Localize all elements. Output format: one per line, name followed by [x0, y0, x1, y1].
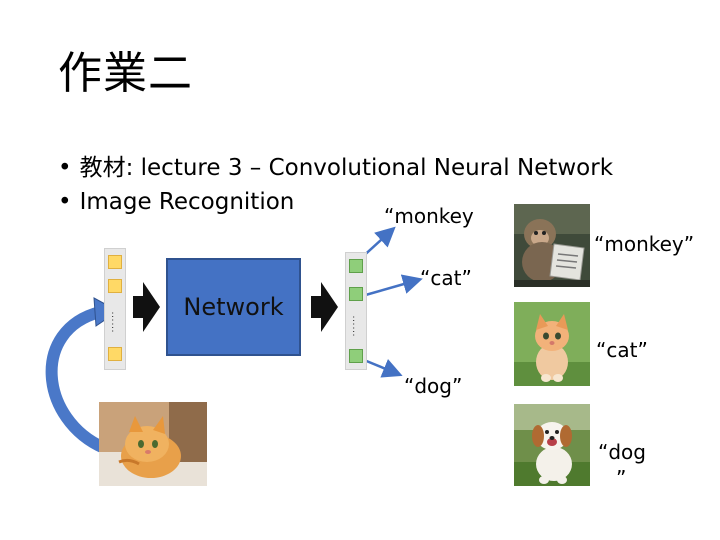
output-cell [349, 259, 363, 273]
image-label-dog: “dog [598, 440, 646, 464]
input-to-network-arrow [133, 282, 160, 332]
monkey-image [514, 204, 590, 287]
input-cell [108, 347, 122, 361]
output-label-cat: “cat” [420, 266, 472, 290]
output-label-dog: “dog” [404, 374, 463, 398]
output-cell [349, 287, 363, 301]
input-kitten-image [99, 402, 207, 486]
output-label-monkey: “monkey [384, 204, 474, 228]
network-box: Network [166, 258, 301, 356]
network-to-output-arrow [311, 282, 338, 332]
cat-image [514, 302, 590, 386]
slide-title: 作業二 [58, 48, 193, 99]
input-cell [108, 255, 122, 269]
bullet-image-recognition: • Image Recognition [58, 189, 294, 215]
image-label-monkey: “monkey” [594, 232, 695, 256]
input-cell [108, 279, 122, 293]
bullet-dot: • [58, 155, 72, 181]
arrow-to-dog [363, 358, 403, 378]
input-ellipsis: …… [109, 311, 121, 333]
network-label: Network [183, 293, 284, 321]
dog-image [514, 404, 590, 486]
image-label-cat: “cat” [596, 338, 648, 362]
bullet-text: Image Recognition [79, 189, 295, 215]
input-curve-arrow [45, 306, 110, 454]
input-vector: …… [104, 248, 126, 370]
image-label-dog-close-quote: ” [616, 466, 627, 490]
output-vector: …… [345, 252, 367, 370]
bullet-text: 教材: lecture 3 – Convolutional Neural Net… [79, 155, 614, 181]
bullet-course-material: • 教材: lecture 3 – Convolutional Neural Ne… [58, 148, 613, 182]
output-ellipsis: …… [350, 315, 362, 337]
output-cell [349, 349, 363, 363]
arrow-to-cat [361, 274, 423, 298]
bullet-dot: • [58, 189, 72, 215]
